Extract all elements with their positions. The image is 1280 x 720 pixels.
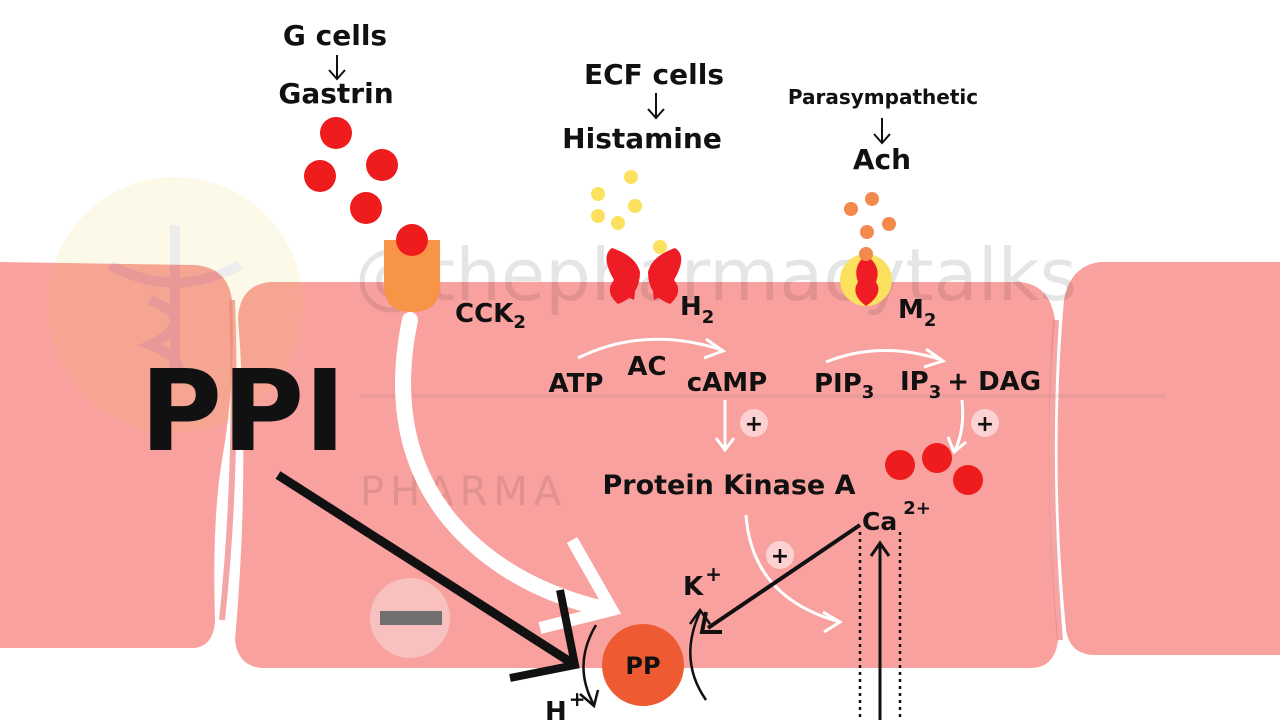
ach-molecules bbox=[844, 192, 896, 239]
cck2-label: CCK2 bbox=[455, 299, 526, 333]
atp-camp-arrowhead bbox=[703, 337, 727, 360]
caduceus-icon bbox=[107, 225, 243, 390]
h-efflux-arc bbox=[582, 624, 598, 706]
ecf-cells-label: ECF cells bbox=[584, 58, 724, 91]
k-ion-label: K+ bbox=[683, 562, 722, 602]
ip3-ca-arrow bbox=[953, 399, 965, 451]
gastrin-label: Gastrin bbox=[278, 77, 393, 110]
camp-label: cAMP bbox=[687, 368, 767, 398]
bound-histamine bbox=[653, 240, 667, 254]
central-parietal-cell bbox=[235, 282, 1058, 668]
ach-label: Ach bbox=[853, 143, 911, 176]
g-cells-arrow bbox=[328, 55, 346, 81]
watermark-logo-circle bbox=[47, 177, 303, 433]
g-cells-label: G cells bbox=[283, 19, 387, 52]
gastrin-molecules bbox=[304, 117, 398, 224]
watermark: @thepharmacytalks PHARMA bbox=[47, 177, 1165, 515]
minus-icon bbox=[380, 611, 442, 625]
pka-plus-badge bbox=[766, 541, 794, 569]
histamine-label: Histamine bbox=[562, 122, 722, 155]
pip3-ip3-arrow bbox=[825, 348, 943, 364]
parasympathetic-arrow bbox=[873, 118, 891, 145]
calcium-ions bbox=[885, 443, 983, 495]
left-cell-junction bbox=[219, 299, 237, 621]
ppi-inhibition-arrow bbox=[275, 471, 578, 669]
m2-receptor bbox=[840, 247, 892, 306]
gastrin-pump-arrow bbox=[395, 312, 608, 616]
cck2-receptor bbox=[384, 224, 440, 312]
pip3-label: PIP3 bbox=[814, 369, 874, 403]
ac-label: AC bbox=[627, 352, 666, 382]
ppi-label: PPI bbox=[140, 347, 346, 477]
ppi-inhibition-arrowhead bbox=[509, 589, 580, 682]
calcium-pump-arrow bbox=[706, 523, 862, 630]
calcium-influx-arrowhead bbox=[869, 540, 891, 557]
right-cell-junction bbox=[1048, 319, 1063, 641]
left-neighbor-cell bbox=[0, 262, 233, 648]
camp-plus-sign: + bbox=[745, 412, 763, 437]
pip3-ip3-arrowhead bbox=[923, 347, 947, 369]
h2-receptor bbox=[606, 240, 682, 304]
ip3-dag-label: IP3+ DAG bbox=[900, 367, 1041, 403]
k-influx-arrowhead bbox=[688, 607, 712, 625]
ip3-plus-sign: + bbox=[976, 412, 994, 437]
camp-pka-arrowhead bbox=[714, 437, 736, 453]
proton-pump bbox=[602, 624, 684, 706]
h-efflux-arrowhead bbox=[579, 689, 600, 709]
h2-label: H2 bbox=[680, 292, 714, 328]
camp-plus-badge bbox=[740, 409, 768, 437]
atp-label: ATP bbox=[549, 369, 604, 399]
histamine-molecules bbox=[591, 170, 642, 230]
pka-plus-sign: + bbox=[771, 544, 789, 569]
parasympathetic-label: Parasympathetic bbox=[788, 85, 978, 109]
watermark-handle: @thepharmacytalks bbox=[355, 233, 1077, 317]
proton-pump-label: PP bbox=[625, 652, 660, 680]
bound-ach bbox=[859, 247, 873, 261]
watermark-subtitle: PHARMA bbox=[360, 469, 567, 515]
h-ion-label: H+ bbox=[545, 687, 586, 720]
protein-kinase-a-label: Protein Kinase A bbox=[602, 470, 855, 501]
ip3-plus-badge bbox=[971, 409, 999, 437]
atp-camp-arrow bbox=[577, 337, 723, 360]
k-influx-arc bbox=[689, 611, 708, 701]
ip3-ca-arrowhead bbox=[946, 436, 967, 455]
ecf-cells-arrow bbox=[647, 93, 665, 120]
bound-gastrin bbox=[396, 224, 428, 256]
m2-label: M2 bbox=[898, 295, 936, 331]
right-neighbor-cell bbox=[1057, 262, 1280, 655]
pka-pump-arrowhead bbox=[822, 610, 843, 634]
